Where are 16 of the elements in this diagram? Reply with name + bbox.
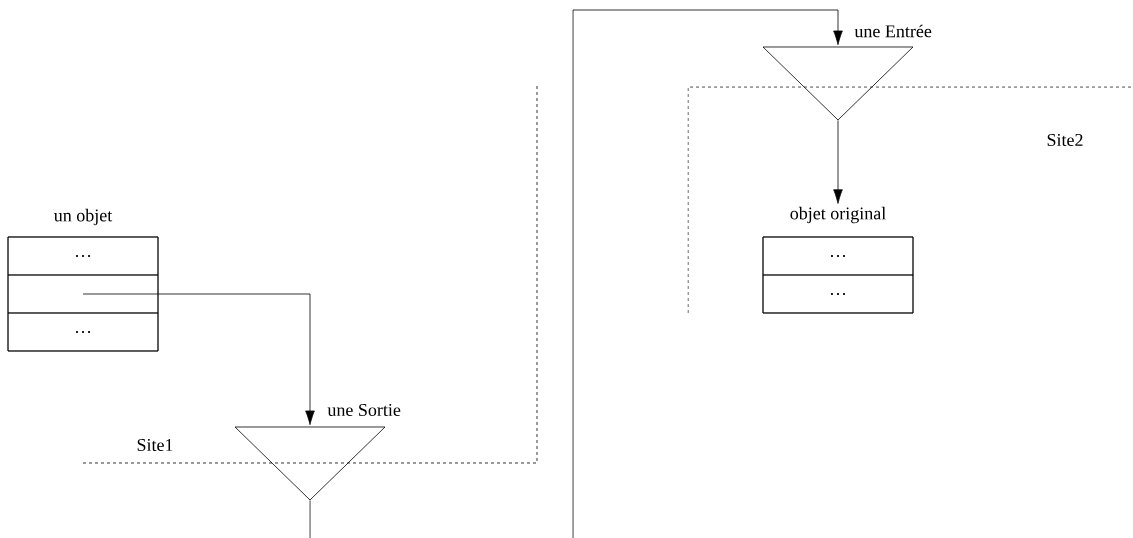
node-label: objet original xyxy=(790,206,886,224)
port-label: une Entrée xyxy=(854,24,932,38)
arrow xyxy=(572,9,843,538)
arrow xyxy=(833,120,843,204)
object-cell: … xyxy=(7,236,159,276)
port-label: une Sortie xyxy=(327,403,401,417)
object-cell: … xyxy=(7,312,159,352)
object-cell: … xyxy=(762,274,914,314)
site-label: Site1 xyxy=(137,438,173,452)
site-label: Site2 xyxy=(1047,133,1083,147)
triangle-symbol xyxy=(762,46,914,121)
arrow xyxy=(82,293,315,426)
node-label: un objet xyxy=(54,208,113,226)
object-cell: … xyxy=(762,236,914,276)
object-cell xyxy=(7,274,159,314)
triangle-symbol xyxy=(234,426,386,501)
